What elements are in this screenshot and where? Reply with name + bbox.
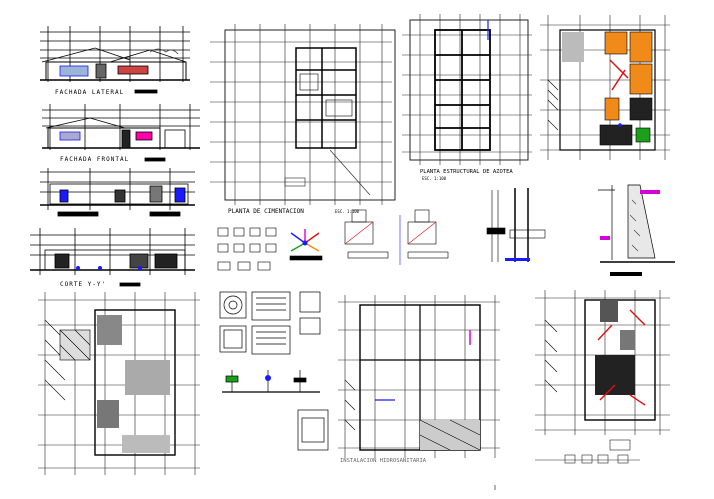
instalacion-hidrosanitaria-title: INSTALACION HIDROSANITARIA [340,458,427,464]
planta-cimentacion-scale: ESC. 1:100 [335,209,360,214]
detalle-muro-contencion [598,184,675,276]
planta-azotea-plan [402,14,532,165]
planta-azotea-scale: ESC. 1:100 [422,176,447,181]
planta-instalacion-hidrosanitaria [338,295,500,458]
corte-x-drawing [40,168,195,217]
fachada-lateral-drawing [40,26,190,94]
planta-cimentacion-plan [210,24,396,205]
planta-cimentacion-title: PLANTA DE CIMENTACION [228,208,304,215]
corte-y-drawing [30,228,195,287]
planta-electrica-derecha [535,290,670,464]
fachada-lateral-title: FACHADA LATERAL [55,89,124,96]
planta-azotea-title: PLANTA ESTRUCTURAL DE AZOTEA [420,169,513,175]
fachada-frontal-title: FACHADA FRONTAL [60,156,129,163]
planta-arquitectonica-plan [540,15,670,160]
fachada-frontal-drawing [42,104,200,162]
corte-y-title: CORTE Y-Y' [60,281,106,288]
detalles-hidrosanitarios [219,291,329,451]
planta-hidraulica-izquierda [38,292,200,475]
detalles-cimentacion [217,188,546,271]
